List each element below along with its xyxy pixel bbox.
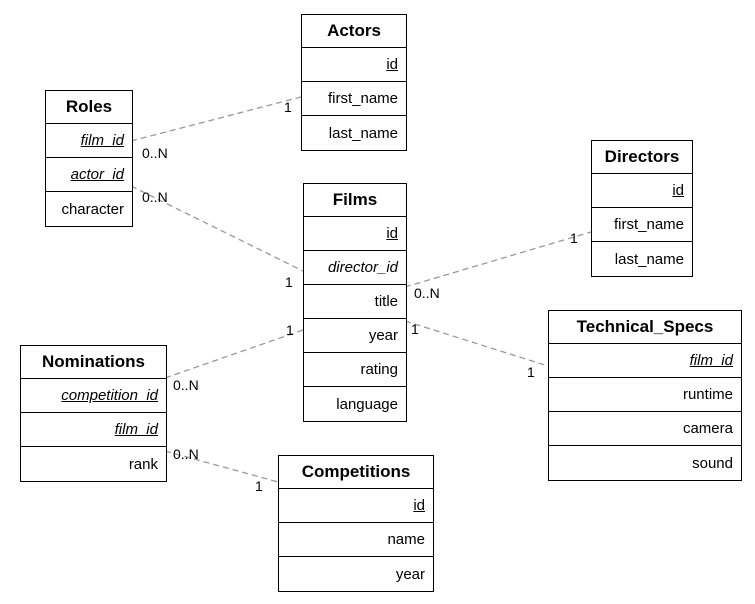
relationship-line-nominations-competitions bbox=[164, 450, 279, 483]
relationship-line-roles-actors bbox=[130, 96, 302, 142]
relationship-line-films-technical_specs bbox=[404, 320, 549, 367]
relationship-line-nominations-films bbox=[164, 329, 304, 379]
relationship-line-roles-films bbox=[130, 185, 304, 272]
relationship-line-films-directors bbox=[404, 231, 592, 288]
